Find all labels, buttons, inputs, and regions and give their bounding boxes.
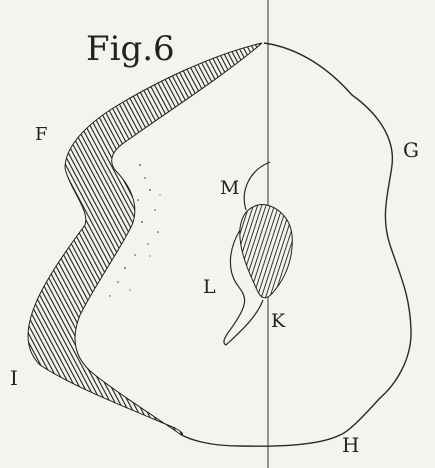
- curve-m: [244, 162, 270, 210]
- label-g: G: [403, 138, 419, 162]
- hatched-band: [28, 43, 262, 434]
- outer-contour: [180, 43, 411, 446]
- inner-ovoid: [240, 205, 293, 298]
- label-i: I: [10, 366, 18, 390]
- figure-title: Fig.6: [86, 29, 175, 69]
- label-h: H: [342, 433, 359, 457]
- label-m: M: [220, 177, 239, 199]
- label-l: L: [203, 276, 216, 298]
- label-k: K: [271, 310, 286, 332]
- label-f: F: [35, 124, 48, 145]
